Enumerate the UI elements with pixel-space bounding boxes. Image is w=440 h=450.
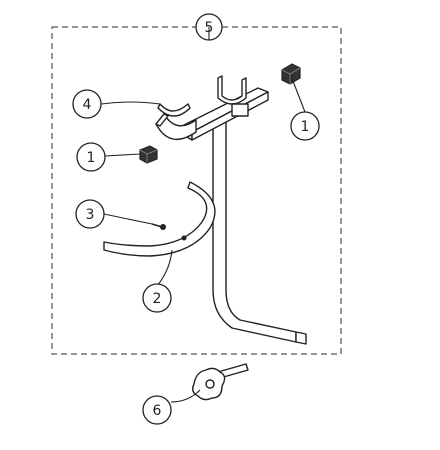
callout-6: 6 xyxy=(142,395,172,425)
end-cap-left xyxy=(139,145,158,164)
cradle xyxy=(155,103,197,141)
end-cap-right xyxy=(281,63,301,85)
strap xyxy=(103,181,216,257)
callout-2: 2 xyxy=(142,283,172,313)
callout-4: 4 xyxy=(72,89,102,119)
callout-2-label: 2 xyxy=(153,291,162,307)
leader-4 xyxy=(100,101,161,105)
callout-1-right: 1 xyxy=(290,111,320,141)
leader-1-right xyxy=(290,75,306,113)
frame xyxy=(181,75,307,345)
knob xyxy=(191,363,249,401)
callout-3: 3 xyxy=(75,199,105,229)
callout-6-label: 6 xyxy=(153,403,162,419)
callout-1-right-label: 1 xyxy=(301,119,310,135)
callout-1-left-label: 1 xyxy=(87,150,96,166)
callout-3-label: 3 xyxy=(86,207,95,223)
leader-2 xyxy=(156,249,173,287)
leader-1-left xyxy=(104,153,141,157)
leader-3 xyxy=(103,213,153,225)
callout-4-label: 4 xyxy=(83,97,92,113)
screw xyxy=(151,223,166,230)
leader-6 xyxy=(170,389,201,403)
callout-1-left: 1 xyxy=(76,142,106,172)
